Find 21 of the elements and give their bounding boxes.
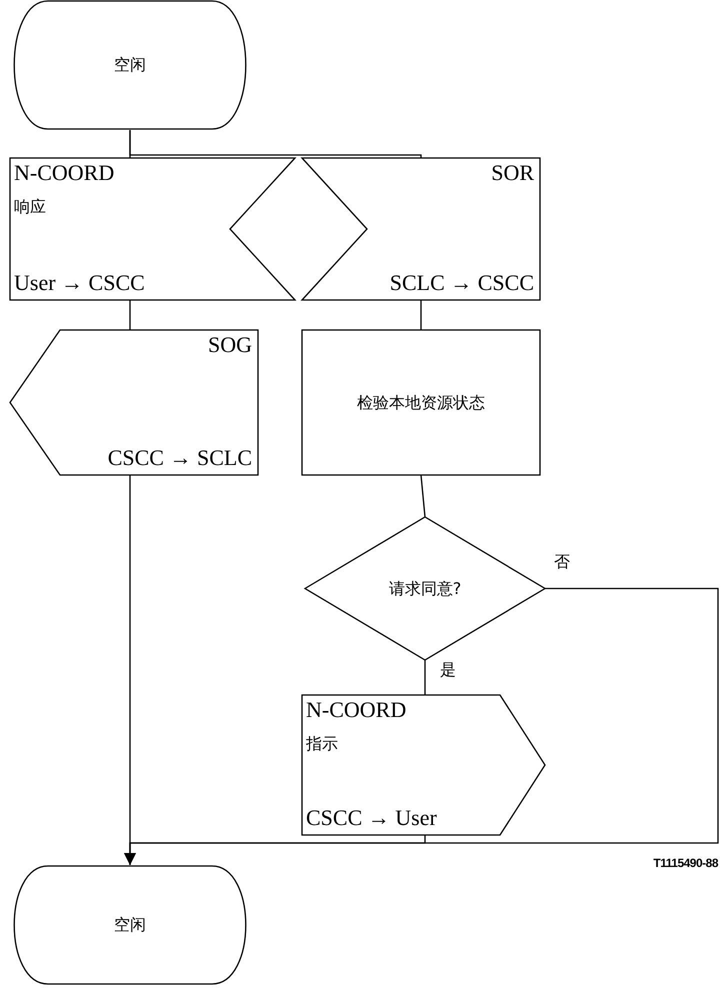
signal-route: User → CSCC <box>14 270 145 296</box>
node-label: 空闲 <box>113 914 147 936</box>
signal-name: N-COORD <box>14 160 114 186</box>
node-label: 指示 <box>306 733 338 755</box>
connector <box>420 474 426 518</box>
connector <box>420 300 422 330</box>
signal-name: SOR <box>491 160 534 186</box>
signal-route: CSCC → User <box>306 805 437 831</box>
signal-route: SCLC → CSCC <box>390 270 534 296</box>
node-label: 响应 <box>14 196 46 218</box>
connector <box>424 660 426 695</box>
signal-name: SOG <box>208 332 252 358</box>
node-label: 请求同意? <box>388 578 462 600</box>
node-label: 空闲 <box>113 54 147 76</box>
figure-number: T1115490-88 <box>653 856 718 870</box>
signal-route: CSCC → SCLC <box>108 445 252 471</box>
connector <box>129 300 131 330</box>
connector <box>129 130 422 158</box>
signal-name: N-COORD <box>306 697 406 723</box>
connector <box>124 835 426 865</box>
node-label: 检验本地资源状态 <box>356 392 486 414</box>
